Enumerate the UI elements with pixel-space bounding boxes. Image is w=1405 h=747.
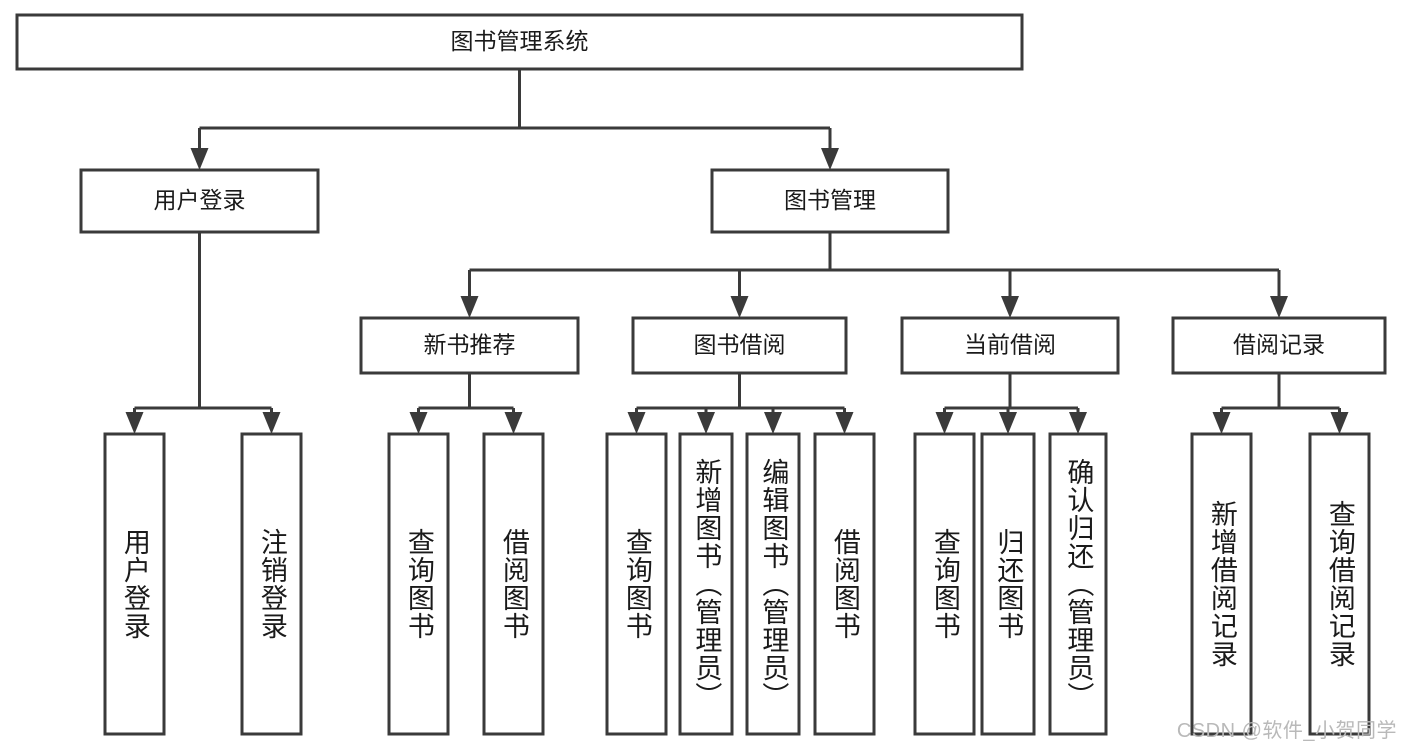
arrow-head-icon: [935, 412, 954, 434]
node-leaf-2[interactable]: [387, 432, 450, 736]
node-leaf-1[interactable]: [240, 432, 303, 736]
node-leaf-10[interactable]: [1048, 432, 1108, 736]
arrow-head-icon: [409, 412, 428, 434]
arrow-head-icon: [1270, 296, 1288, 318]
node-label: 图书管理: [784, 187, 876, 213]
arrow-head-icon: [764, 412, 782, 434]
node-label: 新书推荐: [424, 332, 516, 358]
arrow-head-icon: [821, 148, 839, 170]
node-level3-2[interactable]: [900, 316, 1120, 375]
arrow-head-icon: [697, 412, 715, 434]
node-leaf-6[interactable]: [745, 432, 801, 736]
node-label: 借阅记录: [1233, 332, 1325, 358]
arrow-head-icon: [190, 148, 209, 170]
arrow-head-icon: [262, 412, 281, 434]
boxes-layer: [15, 13, 1387, 736]
arrow-head-icon: [835, 412, 854, 434]
arrow-head-icon: [1069, 412, 1087, 434]
node-level3-0[interactable]: [359, 316, 580, 375]
node-leaf-12[interactable]: [1308, 432, 1371, 736]
node-level2-0[interactable]: [79, 168, 320, 234]
node-leaf-8[interactable]: [913, 432, 976, 736]
arrow-head-icon: [125, 412, 144, 434]
arrow-head-icon: [730, 296, 749, 318]
arrow-head-icon: [627, 412, 646, 434]
arrow-head-icon: [504, 412, 523, 434]
node-leaf-0[interactable]: [103, 432, 166, 736]
node-leaf-3[interactable]: [482, 432, 545, 736]
node-label: 图书借阅: [694, 332, 786, 358]
watermark-text: CSDN @软件_小贺同学: [1176, 720, 1397, 742]
arrow-head-icon: [1001, 296, 1019, 318]
node-level3-1[interactable]: [631, 316, 848, 375]
arrow-head-icon: [1212, 412, 1231, 434]
node-label: 图书管理系统: [451, 28, 589, 54]
node-label: 当前借阅: [964, 332, 1056, 358]
node-leaf-11[interactable]: [1190, 432, 1253, 736]
node-level3-3[interactable]: [1171, 316, 1387, 375]
arrow-head-icon: [460, 296, 479, 318]
node-root[interactable]: [15, 13, 1024, 71]
node-leaf-9[interactable]: [980, 432, 1036, 736]
node-leaf-5[interactable]: [678, 432, 734, 736]
node-level2-1[interactable]: [710, 168, 950, 234]
connectors-layer: [125, 69, 1349, 434]
node-leaf-7[interactable]: [813, 432, 876, 736]
arrow-head-icon: [999, 412, 1017, 434]
arrow-head-icon: [1330, 412, 1349, 434]
node-label: 用户登录: [154, 187, 246, 213]
node-leaf-4[interactable]: [605, 432, 668, 736]
